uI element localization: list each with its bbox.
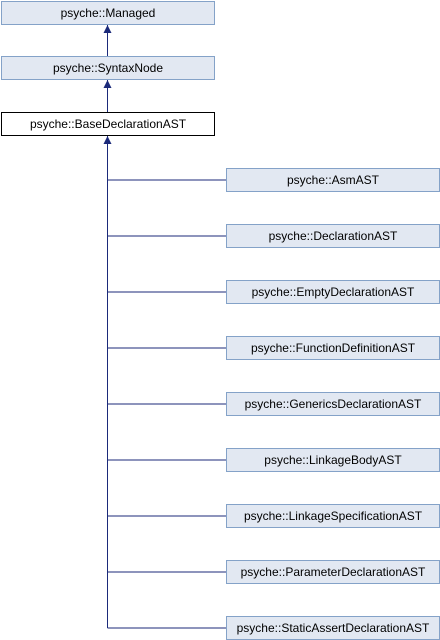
arrow-children-trunk bbox=[103, 136, 112, 144]
arrow-inherit-1 bbox=[103, 80, 112, 88]
node-generics-declaration-ast[interactable]: psyche::GenericsDeclarationAST bbox=[226, 392, 440, 416]
node-asm-ast-label: psyche::AsmAST bbox=[287, 173, 380, 187]
node-static-assert-declaration-ast-label: psyche::StaticAssertDeclarationAST bbox=[237, 621, 430, 635]
edges-layer bbox=[103, 25, 227, 629]
node-managed-box bbox=[1, 1, 215, 25]
node-function-definition-ast[interactable]: psyche::FunctionDefinitionAST bbox=[226, 336, 440, 360]
node-base-declaration-ast-current-box bbox=[1, 112, 215, 136]
node-linkage-specification-ast[interactable]: psyche::LinkageSpecificationAST bbox=[226, 504, 440, 528]
node-generics-declaration-ast-label: psyche::GenericsDeclarationAST bbox=[245, 397, 422, 411]
node-parameter-declaration-ast[interactable]: psyche::ParameterDeclarationAST bbox=[226, 560, 440, 584]
node-parameter-declaration-ast-label: psyche::ParameterDeclarationAST bbox=[241, 565, 426, 579]
node-static-assert-declaration-ast[interactable]: psyche::StaticAssertDeclarationAST bbox=[226, 616, 440, 640]
node-managed[interactable]: psyche::Managed bbox=[1, 1, 215, 25]
node-function-definition-ast-label: psyche::FunctionDefinitionAST bbox=[251, 341, 416, 355]
node-empty-declaration-ast[interactable]: psyche::EmptyDeclarationAST bbox=[226, 280, 440, 304]
node-empty-declaration-ast-label: psyche::EmptyDeclarationAST bbox=[252, 285, 415, 299]
node-linkage-body-ast[interactable]: psyche::LinkageBodyAST bbox=[226, 448, 440, 472]
node-linkage-body-ast-label: psyche::LinkageBodyAST bbox=[264, 453, 402, 467]
node-declaration-ast[interactable]: psyche::DeclarationAST bbox=[226, 224, 440, 248]
node-linkage-specification-ast-label: psyche::LinkageSpecificationAST bbox=[244, 509, 423, 523]
node-syntax-node-box bbox=[1, 56, 215, 80]
node-base-declaration-ast-current[interactable]: psyche::BaseDeclarationAST bbox=[1, 112, 215, 136]
node-managed-label: psyche::Managed bbox=[61, 6, 156, 20]
node-base-declaration-ast-current-label: psyche::BaseDeclarationAST bbox=[30, 117, 187, 131]
node-syntax-node-label: psyche::SyntaxNode bbox=[53, 61, 163, 75]
node-declaration-ast-label: psyche::DeclarationAST bbox=[269, 229, 398, 243]
node-syntax-node[interactable]: psyche::SyntaxNode bbox=[1, 56, 215, 80]
node-asm-ast[interactable]: psyche::AsmAST bbox=[226, 168, 440, 192]
arrow-inherit-0 bbox=[103, 25, 112, 33]
